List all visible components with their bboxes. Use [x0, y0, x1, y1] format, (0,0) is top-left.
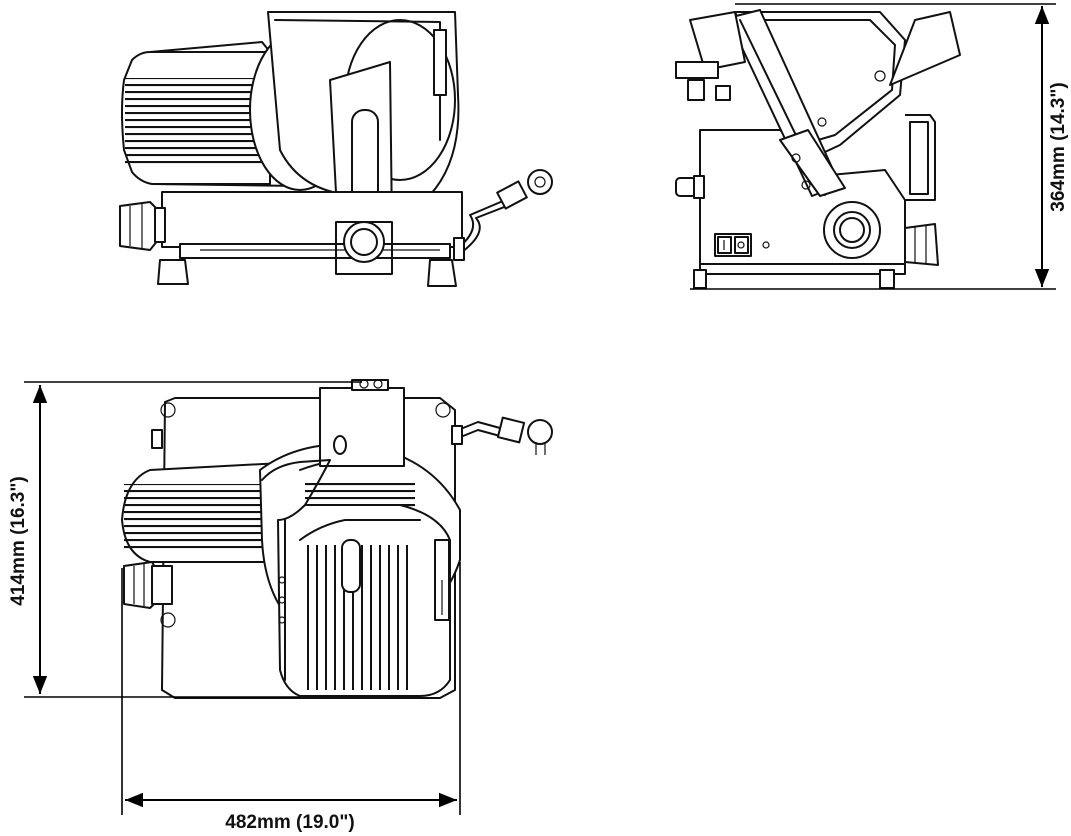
height-label: 364mm (14.3") [1048, 82, 1069, 211]
front-view [119, 11, 553, 287]
width-label: 482mm (19.0") [225, 812, 354, 833]
width-dimension: 482mm (19.0") [121, 562, 461, 833]
top-view [121, 379, 553, 699]
depth-dimension: 414mm (16.3") [8, 381, 362, 698]
depth-label: 414mm (16.3") [8, 476, 29, 605]
height-dimension: 364mm (14.3") [690, 3, 1069, 290]
side-view [675, 9, 961, 289]
